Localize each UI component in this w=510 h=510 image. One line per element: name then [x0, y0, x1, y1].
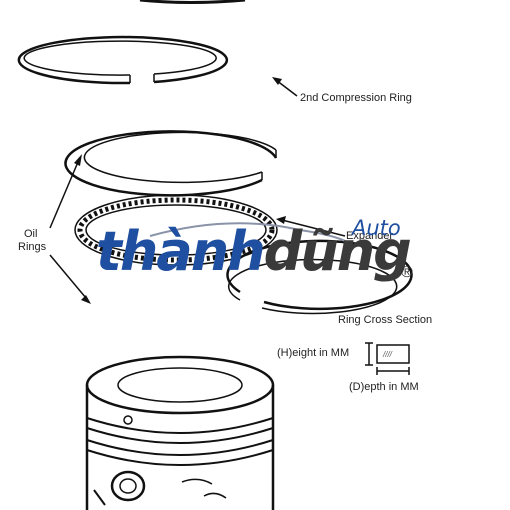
label-height: (H)eight in MM	[277, 347, 350, 359]
leader-arrows	[49, 77, 346, 304]
second-compression-ring	[17, 35, 229, 85]
label-rings: Rings	[18, 241, 47, 253]
watermark-part1: thành	[96, 220, 266, 283]
watermark-swoosh	[149, 222, 351, 245]
piston	[85, 355, 275, 510]
cross-section-hatch: ////	[383, 350, 392, 359]
label-depth: (D)epth in MM	[349, 381, 419, 393]
label-expander: Expander	[346, 230, 394, 242]
expander-ring	[74, 194, 278, 266]
top-ring-fragment	[139, 0, 246, 4]
watermark-registered: ®	[401, 264, 413, 281]
upper-oil-rail	[64, 130, 278, 197]
watermark-part2: dũng	[263, 220, 412, 283]
watermark-logo: thànhdũng	[96, 220, 412, 283]
label-oil: Oil	[24, 228, 38, 240]
watermark-auto: Auto	[352, 216, 401, 240]
lower-oil-rail	[226, 239, 413, 315]
label-ring-cross-section: Ring Cross Section	[338, 314, 433, 326]
label-2nd-compression-ring: 2nd Compression Ring	[300, 92, 412, 104]
cross-section-symbol	[365, 342, 410, 375]
